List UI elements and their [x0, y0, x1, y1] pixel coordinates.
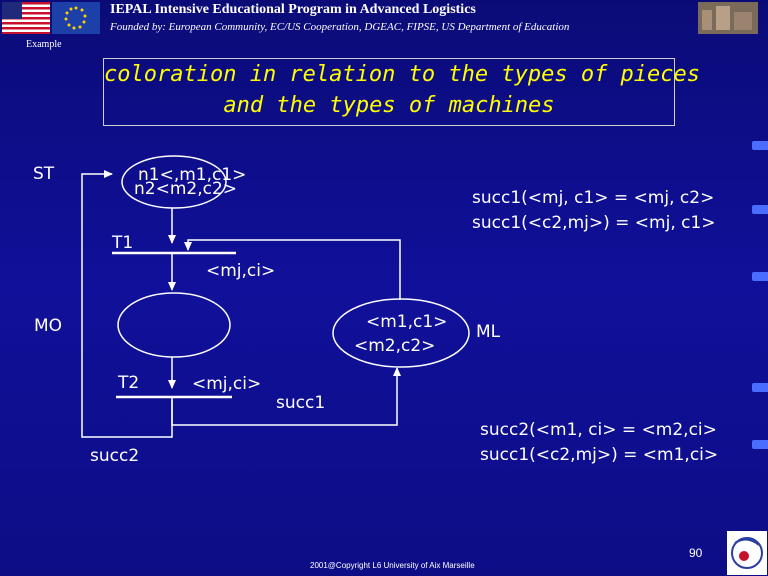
- place-mo: [117, 292, 231, 358]
- example-label: Example: [26, 39, 62, 50]
- marking-st-line1: n1<,m1,c1>: [138, 165, 247, 185]
- university-logo-icon: [727, 531, 767, 575]
- place-ml: [332, 298, 470, 368]
- program-title: IEPAL Intensive Educational Program in A…: [110, 2, 476, 17]
- arc-label-succ2: succ2: [90, 446, 140, 466]
- decor-bar: [752, 205, 768, 214]
- equation-succ2-line2: succ1(<c2,mj>) = <m1,ci>: [480, 445, 719, 465]
- arc-label-mj-ci-top: <mj,ci>: [206, 261, 276, 281]
- arc-label-succ1: succ1: [276, 393, 326, 413]
- label-t1: T1: [112, 233, 134, 253]
- page-number: 90: [689, 546, 703, 560]
- university-building-icon: [698, 2, 758, 34]
- copyright-footer: 2001@Copyright L6 University of Aix Mars…: [310, 561, 475, 570]
- decor-bar: [752, 141, 768, 150]
- slide-title-line1: coloration in relation to the types of p…: [104, 62, 701, 87]
- arc-t2-ml: [171, 367, 401, 426]
- eu-flag-icon: [52, 2, 100, 34]
- place-st: [121, 155, 227, 209]
- equation-succ2-line1: succ2(<m1, ci> = <m2,ci>: [480, 420, 717, 440]
- arc-ml-t1: [184, 239, 401, 300]
- equation-succ1-line1: succ1(<mj, c1> = <mj, c2>: [472, 188, 715, 208]
- slide-title-line2: and the types of machines: [223, 93, 555, 118]
- decor-bar: [752, 383, 768, 392]
- label-st: ST: [33, 164, 55, 184]
- equation-succ1-line2: succ1(<c2,mj>) = <mj, c1>: [472, 213, 716, 233]
- marking-ml-line2: <m2,c2>: [354, 336, 436, 356]
- label-t2: T2: [118, 373, 140, 393]
- program-funders: Founded by: European Community, EC/US Co…: [110, 21, 570, 33]
- decor-bar: [752, 272, 768, 281]
- label-ml: ML: [476, 322, 501, 342]
- label-mo: MO: [34, 316, 63, 336]
- marking-st-line2: n2<m2,c2>: [134, 179, 238, 199]
- arc-label-mj-ci-bottom: <mj,ci>: [192, 374, 262, 394]
- marking-ml-line1: <m1,c1>: [366, 312, 448, 332]
- decor-bar: [752, 440, 768, 449]
- slide-title-box: coloration in relation to the types of p…: [103, 58, 701, 126]
- us-flag-icon: [2, 2, 50, 34]
